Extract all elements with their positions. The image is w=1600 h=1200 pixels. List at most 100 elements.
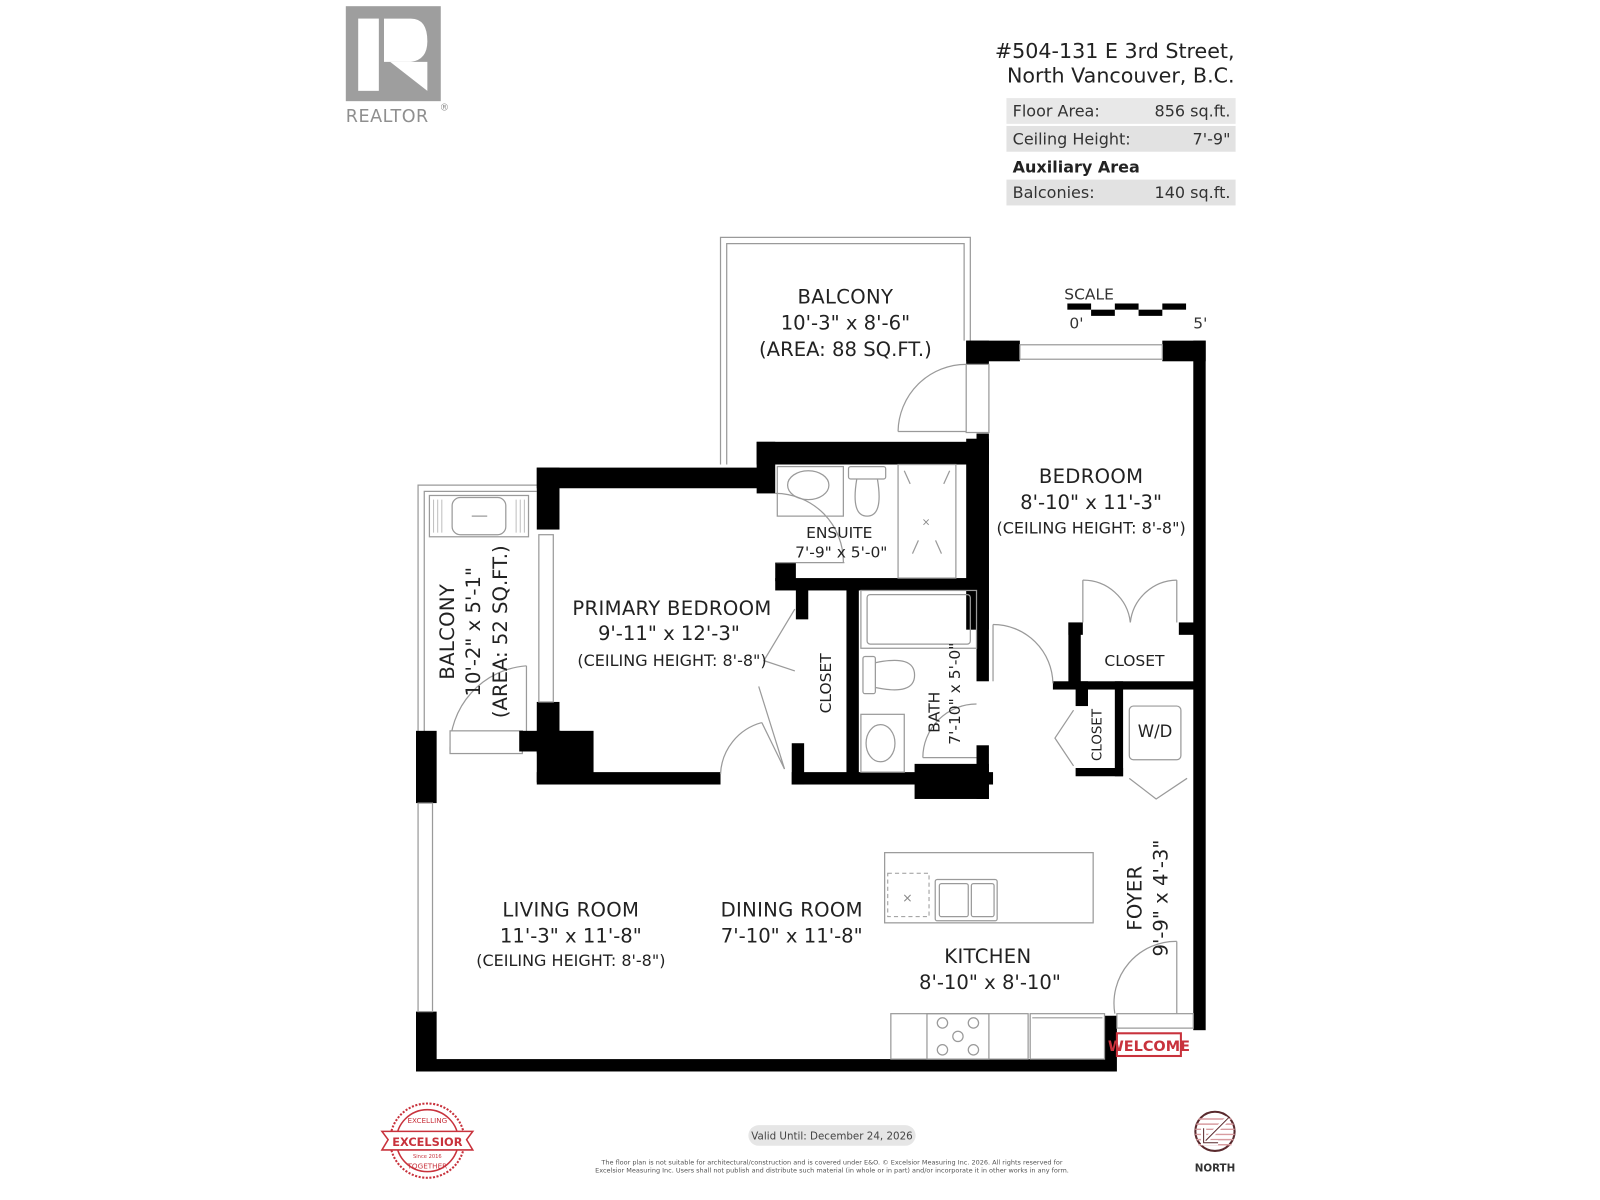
ceiling-height-value: 7'-9" [1193, 130, 1231, 149]
scale-end: 5' [1193, 314, 1207, 332]
primary-bedroom-window [538, 534, 554, 703]
disclaimer-line-1: The floor plan is not suitable for archi… [600, 1158, 1062, 1166]
balcony-left-door-sill [449, 730, 523, 755]
washer-dryer-icon [1128, 705, 1182, 761]
north-indicator: NORTH [1194, 1110, 1236, 1175]
scale-bar: SCALE 0' 5' [1064, 285, 1207, 332]
primary-bedroom-dims: 9'-11" x 12'-3" [598, 622, 740, 645]
ensuite-shower-icon [897, 463, 957, 579]
dining-room-name: DINING ROOM [721, 899, 863, 922]
fixtures: × × [776, 463, 1182, 1060]
ensuite-name: ENSUITE [806, 524, 872, 542]
north-label: NORTH [1195, 1163, 1236, 1175]
balcony-lounger-icon [428, 494, 530, 538]
cooktop-icon [926, 1013, 990, 1060]
bedroom-window [1019, 344, 1163, 360]
primary-closet-bifold [762, 608, 796, 672]
balcony-top-dims: 10'-3" x 8'-6" [781, 311, 910, 334]
balcony-left-outline [417, 484, 537, 755]
living-room-ceiling: (CEILING HEIGHT: 8'-8") [476, 951, 665, 970]
welcome-mat-text: WELCOME [1108, 1039, 1190, 1055]
bath-toilet-tank [862, 655, 876, 695]
bath-toilet-icon [875, 659, 916, 691]
disclaimer-line-2: Excelsior Measuring Inc. Users shall not… [595, 1167, 1069, 1175]
bathtub-icon [866, 593, 971, 645]
bath-door-swing [922, 703, 977, 758]
balcony-left-dims: 10'-2" x 5'-1" [462, 567, 485, 696]
living-room-dims: 11'-3" x 11'-8" [500, 924, 642, 947]
dishwasher-icon [887, 872, 930, 918]
balcony-door-frame [965, 363, 990, 434]
kitchen-island [884, 852, 1094, 924]
walls [416, 340, 1206, 1072]
balcony-top-area: (AREA: 88 SQ.FT.) [759, 338, 932, 361]
ensuite-toilet-icon [854, 478, 880, 517]
badge-bottom-text: TOGETHER [407, 1162, 448, 1171]
kitchen-name: KITCHEN [944, 945, 1031, 968]
primary-bedroom-name: PRIMARY BEDROOM [572, 597, 771, 620]
balconies-row [1006, 179, 1236, 206]
bedroom-closet-door-left [1082, 579, 1131, 623]
balcony-top-name: BALCONY [798, 285, 894, 308]
kitchen-counter [890, 1013, 1029, 1060]
balcony-door-swing [897, 363, 967, 432]
laundry-name: W/D [1138, 722, 1173, 741]
address-line-1: #504-131 E 3rd Street, [995, 39, 1235, 63]
doors [719, 363, 1194, 1029]
welcome-mat: WELCOME [1108, 1032, 1190, 1058]
svg-text:×: × [902, 891, 912, 905]
floor-area-value: 856 sq.ft. [1155, 102, 1231, 121]
bath-dims: 7'-10" x 5'-0" [946, 643, 964, 745]
ceiling-height-row [1006, 125, 1236, 152]
dining-room-dims: 7'-10" x 11'-8" [721, 924, 863, 947]
windows [417, 344, 1163, 1013]
floor-area-row [1006, 98, 1236, 124]
ensuite-sink-icon [786, 470, 830, 501]
bedroom-dims: 8'-10" x 11'-3" [1020, 491, 1162, 514]
bath-sink-icon [865, 724, 896, 763]
realtor-logo: REALTOR ® [346, 6, 449, 127]
ceiling-height-label: Ceiling Height: [1013, 130, 1131, 149]
kitchen-dims: 8'-10" x 8'-10" [919, 971, 1061, 994]
balconies-label: Balconies: [1013, 183, 1095, 202]
ensuite-door-swing [775, 492, 844, 563]
living-room-name: LIVING ROOM [502, 899, 639, 922]
bath-vanity [860, 713, 905, 773]
balconies-value: 140 sq.ft. [1155, 183, 1231, 202]
primary-bedroom-door-swing [719, 721, 762, 775]
realtor-logo-text: REALTOR [346, 107, 429, 127]
foyer-name: FOYER [1124, 865, 1147, 930]
excelsior-badge: EXCELLING EXCELSIOR Since 2016 TOGETHER [380, 1102, 475, 1179]
hall-closet-bifold [1054, 709, 1075, 767]
fridge-icon [1029, 1013, 1106, 1060]
registered-mark: ® [440, 102, 449, 113]
balcony-left-name: BALCONY [436, 583, 459, 679]
bath-tub-outline [860, 589, 978, 649]
badge-since-text: Since 2016 [413, 1154, 442, 1160]
valid-until-pill: Valid Until: December 24, 2026 [748, 1125, 916, 1146]
bedroom-closet-name: CLOSET [1104, 652, 1165, 670]
address-line-2: North Vancouver, B.C. [1007, 64, 1235, 88]
badge-top-text: EXCELLING [407, 1116, 447, 1125]
svg-text:×: × [922, 516, 931, 528]
balcony-top-outline [719, 236, 971, 465]
valid-until-text: Valid Until: December 24, 2026 [751, 1131, 912, 1143]
scale-start: 0' [1069, 314, 1083, 332]
bath-name: BATH [925, 692, 943, 733]
floor-area-label: Floor Area: [1013, 102, 1100, 121]
room-labels: BALCONY 10'-3" x 8'-6" (AREA: 88 SQ.FT.)… [436, 285, 1186, 993]
primary-bedroom-ceiling: (CEILING HEIGHT: 8'-8") [577, 651, 766, 670]
kitchen-sink-icon [934, 878, 998, 922]
entry-threshold [1116, 1013, 1194, 1029]
bedroom-ceiling: (CEILING HEIGHT: 8'-8") [996, 519, 1185, 538]
scale-label: SCALE [1064, 285, 1114, 303]
ensuite-vanity [776, 465, 844, 517]
badge-main-text: EXCELSIOR [392, 1135, 462, 1149]
balcony-left-area: (AREA: 52 SQ.FT.) [489, 545, 512, 718]
hall-closet-name: CLOSET [1090, 708, 1105, 761]
primary-closet-name: CLOSET [817, 653, 835, 714]
property-info: #504-131 E 3rd Street, North Vancouver, … [995, 39, 1236, 206]
bedroom-closet-door-right [1129, 579, 1177, 623]
bedroom-name: BEDROOM [1039, 465, 1144, 488]
